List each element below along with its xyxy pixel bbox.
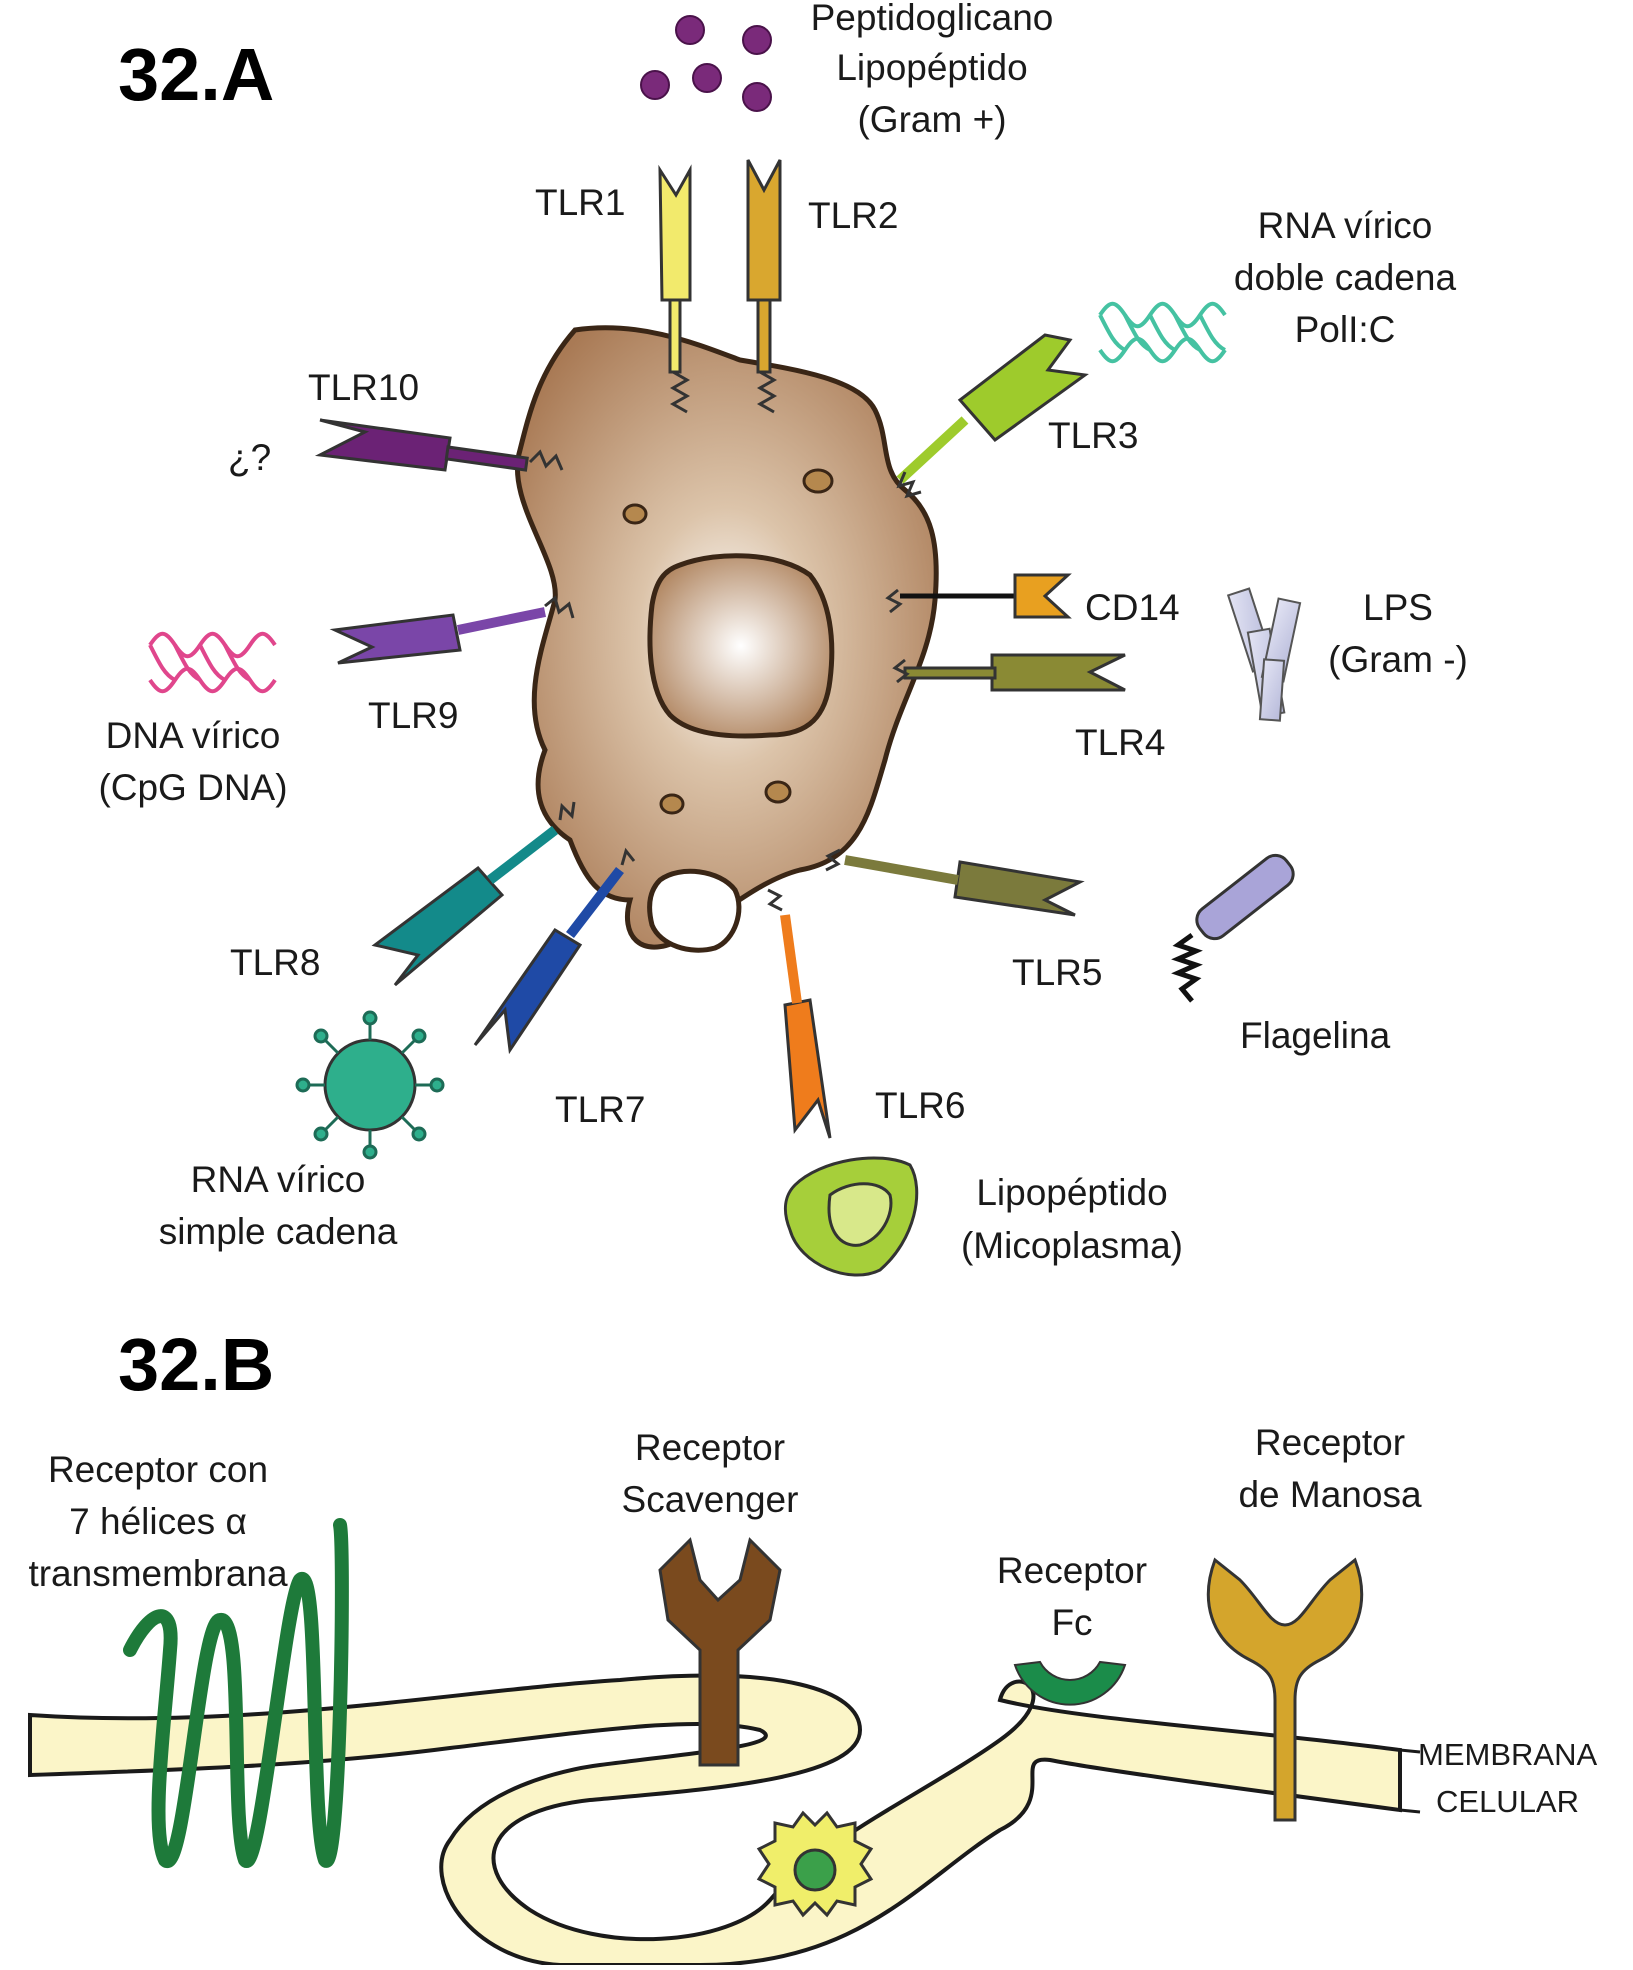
- panel-b-title: 32.B: [118, 1323, 274, 1406]
- mycoplasma-label-line1: Lipopéptido: [976, 1172, 1167, 1213]
- vacuole: [647, 868, 742, 953]
- tlr1-label: TLR1: [535, 182, 625, 223]
- tlr4-label: TLR4: [1075, 722, 1165, 763]
- gram-positive-ligand-icon: [640, 15, 772, 112]
- flagellin-icon: [1171, 853, 1295, 1003]
- cpg-label-line2: (CpG DNA): [98, 767, 287, 808]
- flagellin-label: Flagelina: [1240, 1015, 1391, 1056]
- scavenger-label-line1: Receptor: [635, 1427, 785, 1468]
- tlr6-label: TLR6: [875, 1085, 965, 1126]
- scavenger-receptor: [658, 1537, 782, 1767]
- dsrna-label-line3: PolI:C: [1295, 309, 1396, 350]
- ssrna-label-line2: simple cadena: [159, 1211, 398, 1252]
- tlr2-label: TLR2: [808, 195, 898, 236]
- seven-helix-receptor: [123, 1518, 349, 1868]
- tlr4-receptor: [892, 653, 1126, 692]
- internalized-particle-icon: [756, 1810, 874, 1918]
- tlr2-receptor: [746, 159, 782, 414]
- ssrna-label-line1: RNA vírico: [191, 1159, 366, 1200]
- mycoplasma-icon: [783, 1156, 919, 1277]
- mannose-label-line2: de Manosa: [1238, 1474, 1421, 1515]
- gram-pos-label-line1: Peptidoglicano: [811, 0, 1054, 38]
- tlr3-label: TLR3: [1048, 415, 1138, 456]
- gram-pos-label-line3: (Gram +): [857, 99, 1006, 140]
- gram-pos-label-line2: Lipopéptido: [836, 47, 1027, 88]
- fc-label-line2: Fc: [1051, 1602, 1092, 1643]
- tlr3-receptor: [896, 333, 1089, 499]
- dsrna-helix-icon: [1098, 301, 1227, 364]
- tlr5-receptor: [825, 848, 1085, 917]
- dsrna-label-line1: RNA vírico: [1258, 205, 1433, 246]
- tlr1-receptor: [658, 164, 692, 414]
- tlr10-label: TLR10: [308, 367, 419, 408]
- tlr8-label: TLR8: [230, 942, 320, 983]
- tlr5-label: TLR5: [1012, 952, 1102, 993]
- cd14-receptor: [885, 573, 1072, 619]
- mannose-receptor: [1207, 1557, 1363, 1822]
- scavenger-label-line2: Scavenger: [622, 1479, 799, 1520]
- seven-helix-label-line1: Receptor con: [48, 1449, 268, 1490]
- tlr8-receptor: [371, 801, 576, 987]
- mycoplasma-label-line2: (Micoplasma): [961, 1225, 1183, 1266]
- cpg-dna-helix-icon: [148, 631, 277, 694]
- tlr7-receptor: [473, 847, 636, 1055]
- tlr9-label: TLR9: [368, 695, 458, 736]
- tlr6-receptor: [767, 888, 832, 1139]
- tlr9-receptor: [329, 595, 575, 665]
- cpg-label-line1: DNA vírico: [106, 715, 281, 756]
- tlr7-label: TLR7: [555, 1089, 645, 1130]
- ssrna-virus-icon: [295, 1010, 445, 1160]
- lps-icon: [1226, 587, 1302, 722]
- seven-helix-label-line2: 7 hélices α: [69, 1501, 247, 1542]
- mannose-label-line1: Receptor: [1255, 1422, 1405, 1463]
- fc-receptor: [1013, 1660, 1127, 1706]
- panel-a-title: 32.A: [118, 33, 274, 116]
- fc-label-line1: Receptor: [997, 1550, 1147, 1591]
- granules: [622, 468, 834, 815]
- lps-label-line1: LPS: [1363, 587, 1433, 628]
- seven-helix-label-line3: transmembrana: [28, 1553, 288, 1594]
- nucleus: [647, 553, 835, 739]
- cd14-label: CD14: [1085, 587, 1180, 628]
- membrane-label-line1: MEMBRANA: [1418, 1737, 1597, 1772]
- lps-label-line2: (Gram -): [1328, 639, 1468, 680]
- dsrna-label-line2: doble cadena: [1234, 257, 1457, 298]
- membrane-label-line2: CELULAR: [1436, 1784, 1579, 1819]
- tlr10-ligand-label: ¿?: [228, 437, 271, 478]
- tlr10-receptor: [314, 418, 564, 472]
